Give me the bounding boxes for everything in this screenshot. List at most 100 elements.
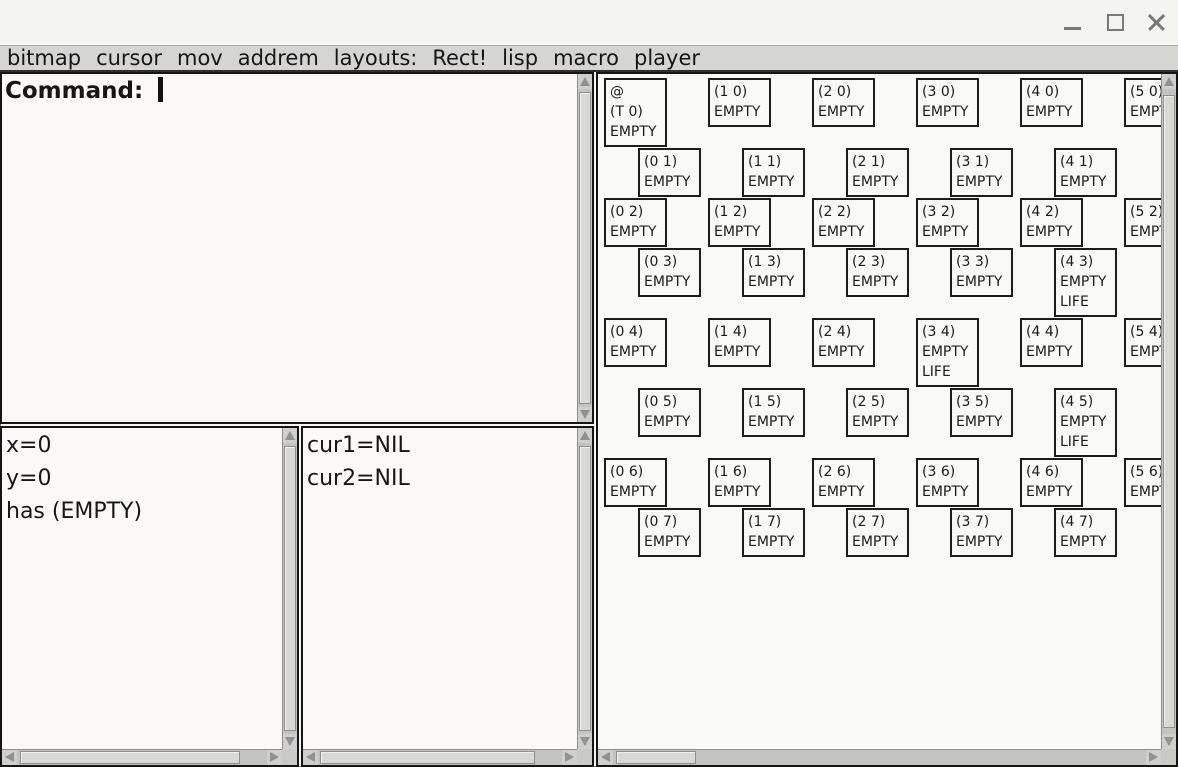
- grid-cell-1-4[interactable]: (1 4) EMPTY: [708, 318, 771, 367]
- scroll-right-button[interactable]: [267, 750, 282, 765]
- grid-cell-2-7[interactable]: (2 7) EMPTY: [846, 508, 909, 557]
- grid-cell-2-3[interactable]: (2 3) EMPTY: [846, 248, 909, 297]
- scroll-left-button[interactable]: [303, 750, 318, 765]
- text-line: cur2=NIL: [307, 466, 410, 491]
- scrollbar-track[interactable]: [1163, 89, 1175, 734]
- scrollbar-track[interactable]: [613, 751, 1146, 764]
- grid-panel[interactable]: @ (T 0) EMPTY (1 0) EMPTY (2 0) EMPTY (3 0)…: [596, 72, 1178, 767]
- horizontal-scrollbar[interactable]: [2, 749, 282, 765]
- grid-cell-3-2[interactable]: (3 2) EMPTY: [916, 198, 979, 247]
- grid-cell-3-3[interactable]: (3 3) EMPTY: [950, 248, 1013, 297]
- menu-item-mov[interactable]: mov: [176, 46, 223, 70]
- scroll-right-button[interactable]: [562, 750, 577, 765]
- grid-cell-2-1[interactable]: (2 1) EMPTY: [846, 148, 909, 197]
- scrollbar-track[interactable]: [318, 751, 562, 764]
- grid-cell-1-0[interactable]: (1 0) EMPTY: [708, 78, 771, 127]
- menu-item-addrem[interactable]: addrem: [237, 46, 319, 70]
- grid-cell-1-2[interactable]: (1 2) EMPTY: [708, 198, 771, 247]
- minimize-button[interactable]: [1062, 12, 1084, 34]
- scroll-up-button[interactable]: [578, 74, 592, 89]
- grid-cell-0-4[interactable]: (0 4) EMPTY: [604, 318, 667, 367]
- scrollbar-track[interactable]: [17, 751, 267, 764]
- grid-cell-3-7[interactable]: (3 7) EMPTY: [950, 508, 1013, 557]
- scroll-down-button[interactable]: [578, 734, 592, 749]
- scrollbar-thumb[interactable]: [284, 445, 296, 732]
- scroll-up-button[interactable]: [578, 428, 592, 443]
- menu-item-cursor[interactable]: cursor: [96, 46, 162, 70]
- menu-item-bitmap[interactable]: bitmap: [7, 46, 82, 70]
- menu-item-macro[interactable]: macro: [553, 46, 619, 70]
- grid-cell-2-2[interactable]: (2 2) EMPTY: [812, 198, 875, 247]
- grid-cell-5-0[interactable]: (5 0) EMPTY: [1124, 78, 1161, 127]
- grid-cell-3-6[interactable]: (3 6) EMPTY: [916, 458, 979, 507]
- grid-cell-4-0[interactable]: (4 0) EMPTY: [1020, 78, 1083, 127]
- menu-item-lisp[interactable]: lisp: [502, 46, 539, 70]
- grid-cell-2-5[interactable]: (2 5) EMPTY: [846, 388, 909, 437]
- grid-cell-5-6[interactable]: (5 6) EMPTY: [1124, 458, 1161, 507]
- scrollbar-thumb[interactable]: [579, 445, 591, 732]
- grid-cell-5-2[interactable]: (5 2) EMPTY: [1124, 198, 1161, 247]
- scroll-down-button[interactable]: [1162, 734, 1176, 749]
- scroll-left-button[interactable]: [2, 750, 17, 765]
- grid-cell-0-1[interactable]: (0 1) EMPTY: [638, 148, 701, 197]
- scrollbar-track[interactable]: [284, 443, 296, 734]
- maximize-button[interactable]: [1104, 12, 1126, 34]
- grid-cell-3-5[interactable]: (3 5) EMPTY: [950, 388, 1013, 437]
- scroll-left-button[interactable]: [598, 750, 613, 765]
- grid-cell-2-0[interactable]: (2 0) EMPTY: [812, 78, 875, 127]
- scroll-right-button[interactable]: [1146, 750, 1161, 765]
- vertical-scrollbar[interactable]: [282, 428, 297, 749]
- grid-cell-4-2[interactable]: (4 2) EMPTY: [1020, 198, 1083, 247]
- scroll-down-button[interactable]: [578, 407, 592, 422]
- grid-cell-3-1[interactable]: (3 1) EMPTY: [950, 148, 1013, 197]
- menu-item-rect[interactable]: Rect!: [432, 46, 488, 70]
- scrollbar-thumb[interactable]: [579, 92, 591, 404]
- horizontal-scrollbar[interactable]: [303, 749, 577, 765]
- grid-cell-3-4[interactable]: (3 4) EMPTY LIFE: [916, 318, 979, 387]
- menu-item-layouts[interactable]: layouts:: [333, 46, 418, 70]
- vertical-scrollbar[interactable]: [577, 74, 592, 422]
- grid-cell-0-3[interactable]: (0 3) EMPTY: [638, 248, 701, 297]
- grid-cell-0-5[interactable]: (0 5) EMPTY: [638, 388, 701, 437]
- vertical-scrollbar[interactable]: [577, 428, 592, 749]
- vertical-scrollbar[interactable]: [1161, 74, 1176, 749]
- grid-cell-1-6[interactable]: (1 6) EMPTY: [708, 458, 771, 507]
- scroll-down-icon: [580, 410, 590, 419]
- grid-cell-0-2[interactable]: (0 2) EMPTY: [604, 198, 667, 247]
- command-panel[interactable]: Command:: [0, 72, 594, 424]
- grid-cell-1-1[interactable]: (1 1) EMPTY: [742, 148, 805, 197]
- scrollbar-thumb[interactable]: [615, 751, 696, 764]
- scrollbar-thumb[interactable]: [320, 751, 536, 764]
- scrollbar-thumb[interactable]: [19, 751, 240, 764]
- grid-cell-4-5[interactable]: (4 5) EMPTY LIFE: [1054, 388, 1117, 457]
- menu-item-player[interactable]: player: [633, 46, 700, 70]
- close-button[interactable]: [1146, 12, 1168, 34]
- grid-cell-2-4[interactable]: (2 4) EMPTY: [812, 318, 875, 367]
- grid-cell-5-4[interactable]: (5 4) EMPTY: [1124, 318, 1161, 367]
- scrollbar-corner: [282, 749, 297, 765]
- grid-cell-1-3[interactable]: (1 3) EMPTY: [742, 248, 805, 297]
- grid-cell-4-4[interactable]: (4 4) EMPTY: [1020, 318, 1083, 367]
- scroll-up-button[interactable]: [283, 428, 297, 443]
- grid-cell-3-0[interactable]: (3 0) EMPTY: [916, 78, 979, 127]
- scrollbar-track[interactable]: [579, 443, 591, 734]
- grid-cell-2-6[interactable]: (2 6) EMPTY: [812, 458, 875, 507]
- grid-cell-1-5[interactable]: (1 5) EMPTY: [742, 388, 805, 437]
- scrollbar-thumb[interactable]: [1163, 95, 1175, 728]
- scroll-right-icon: [565, 752, 574, 762]
- grid-cell-4-3[interactable]: (4 3) EMPTY LIFE: [1054, 248, 1117, 317]
- grid-cell-T-0[interactable]: @ (T 0) EMPTY: [604, 78, 667, 147]
- grid-cell-0-6[interactable]: (0 6) EMPTY: [604, 458, 667, 507]
- grid-cell-4-6[interactable]: (4 6) EMPTY: [1020, 458, 1083, 507]
- grid-cell-4-7[interactable]: (4 7) EMPTY: [1054, 508, 1117, 557]
- scroll-up-button[interactable]: [1162, 74, 1176, 89]
- grid-cell-0-7[interactable]: (0 7) EMPTY: [638, 508, 701, 557]
- horizontal-scrollbar[interactable]: [598, 749, 1161, 765]
- scroll-down-button[interactable]: [283, 734, 297, 749]
- scrollbar-track[interactable]: [579, 89, 591, 407]
- grid-cell-1-7[interactable]: (1 7) EMPTY: [742, 508, 805, 557]
- grid-cell-4-1[interactable]: (4 1) EMPTY: [1054, 148, 1117, 197]
